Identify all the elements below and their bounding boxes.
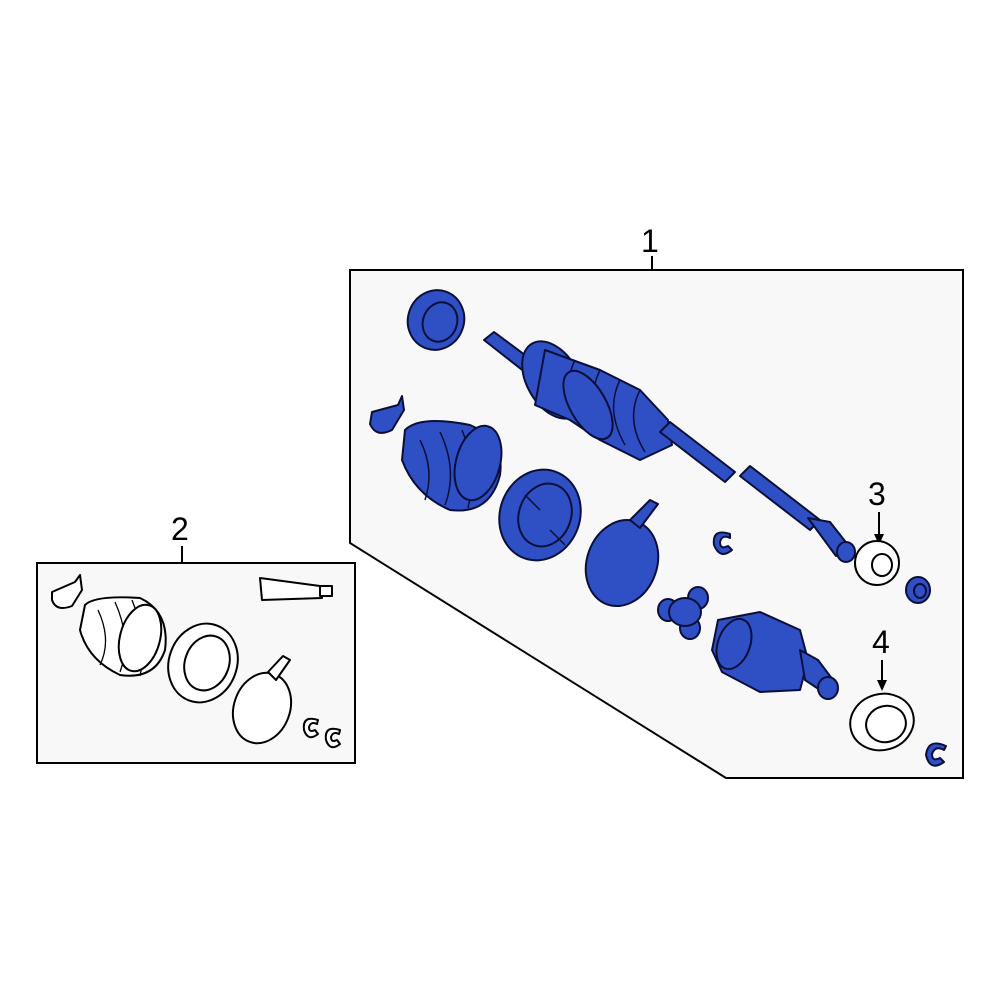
boot-clamp-small[interactable]: [369, 395, 405, 434]
dust-seal-ring[interactable]: [399, 282, 472, 358]
axle-shaft-assembly[interactable]: [483, 331, 856, 563]
tripod-spider[interactable]: [657, 586, 709, 640]
callout-3-arrow: [874, 512, 884, 545]
kit-boot[interactable]: [79, 596, 168, 677]
callout-3[interactable]: 3: [868, 476, 886, 512]
kit-snap-ring-1[interactable]: [302, 717, 319, 739]
callout-4-arrow: [877, 660, 887, 691]
snap-ring-1[interactable]: [712, 531, 733, 555]
outer-boot[interactable]: [401, 420, 509, 512]
kit-cv-joint[interactable]: [157, 614, 248, 712]
small-seal-ring[interactable]: [905, 576, 931, 604]
snap-ring-2[interactable]: [925, 742, 947, 767]
callout-1[interactable]: 1: [641, 223, 659, 259]
part-4-seal[interactable]: [844, 687, 920, 758]
kit-clamp-large[interactable]: [223, 655, 300, 751]
inner-joint-housing[interactable]: [710, 611, 839, 700]
part-3-bushing[interactable]: [854, 540, 900, 586]
grease-tube[interactable]: [259, 577, 333, 601]
kit-clamp-small[interactable]: [51, 574, 83, 609]
boot-clamp-large[interactable]: [574, 499, 670, 616]
callout-4[interactable]: 4: [872, 624, 890, 660]
cv-joint-housing[interactable]: [487, 458, 594, 572]
kit-snap-ring-2[interactable]: [324, 727, 341, 749]
callout-2[interactable]: 2: [171, 511, 189, 547]
assembly-1-panel: [349, 256, 964, 779]
